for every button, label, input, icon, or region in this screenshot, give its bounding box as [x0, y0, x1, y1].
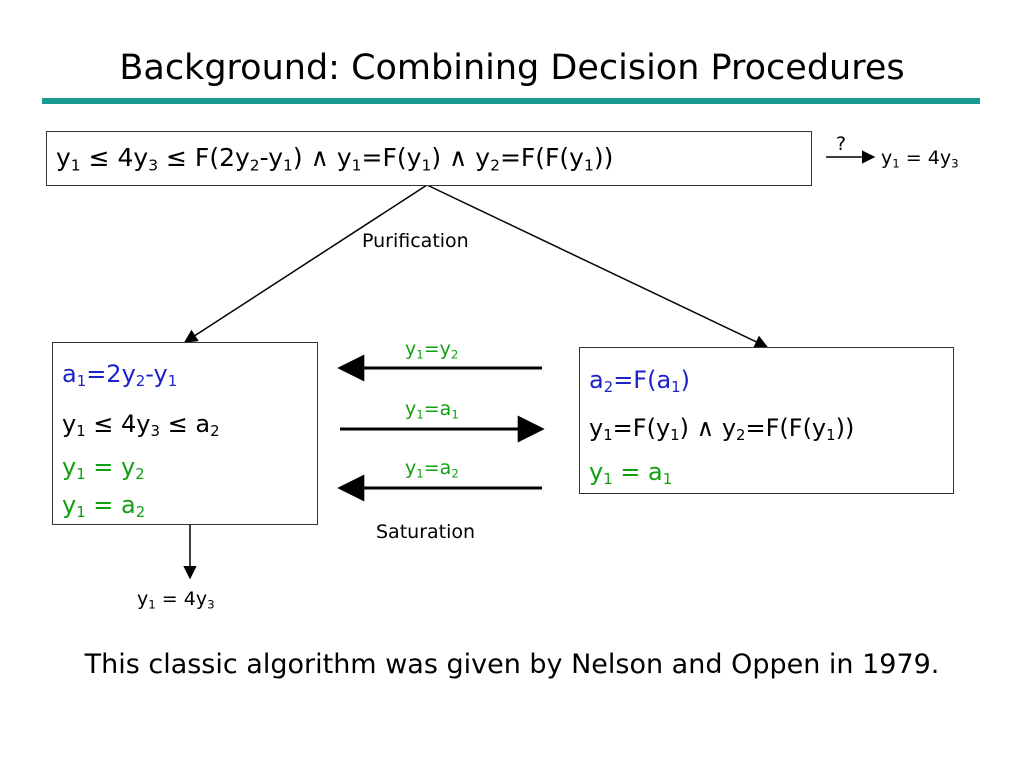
purify-left-arrow — [183, 184, 428, 343]
exchange-label-2: y1=a1 — [405, 398, 459, 422]
right-line-3: y1 = a1 — [589, 458, 673, 489]
formula-text: y1 ≤ 4y3 ≤ F(2y2-y1) ∧ y1=F(y1) ∧ y2=F(F… — [56, 143, 614, 175]
query-mark: ? — [836, 133, 847, 155]
slide-caption: This classic algorithm was given by Nels… — [84, 649, 940, 680]
left-theory-box — [52, 342, 318, 525]
purification-label: Purification — [362, 230, 469, 252]
title-rule — [42, 98, 980, 104]
right-line-1: a2=F(a1) — [589, 366, 691, 397]
left-line-4: y1 = a2 — [62, 491, 146, 522]
left-line-2: y1 ≤ 4y3 ≤ a2 — [62, 410, 220, 441]
exchange-label-3: y1=a2 — [405, 457, 459, 481]
slide-title: Background: Combining Decision Procedure… — [119, 48, 905, 88]
right-theory-box — [579, 347, 954, 494]
left-line-1: a1=2y2-y1 — [62, 360, 178, 391]
result-label: y1 = 4y3 — [137, 588, 215, 612]
exchange-label-1: y1=y2 — [405, 338, 459, 362]
formula-box — [46, 131, 812, 186]
purify-right-arrow — [426, 184, 769, 348]
query-result: y1 = 4y3 — [881, 147, 959, 171]
right-line-2: y1=F(y1) ∧ y2=F(F(y1)) — [589, 414, 855, 445]
saturation-label: Saturation — [376, 521, 476, 543]
left-line-3: y1 = y2 — [62, 453, 145, 484]
